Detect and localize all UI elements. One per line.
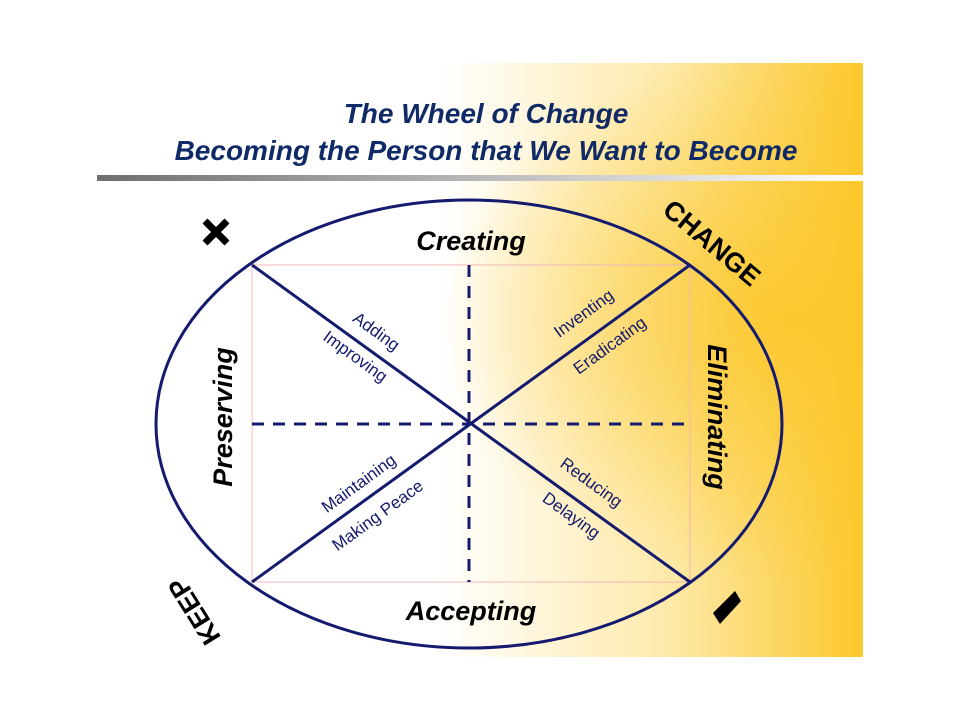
label-accepting: Accepting [405, 596, 537, 626]
title-line-2: Becoming the Person that We Want to Beco… [175, 135, 798, 166]
title-divider [97, 175, 863, 181]
slide-glow [97, 63, 863, 657]
wheel-ellipse [154, 198, 784, 650]
x-mark-icon [202, 218, 230, 246]
diamond-icon [713, 591, 741, 624]
label-preserving: Preserving [208, 347, 238, 487]
label-creating: Creating [416, 226, 526, 256]
label-eliminating: Eliminating [702, 344, 732, 490]
title-line-1: The Wheel of Change [344, 98, 629, 129]
